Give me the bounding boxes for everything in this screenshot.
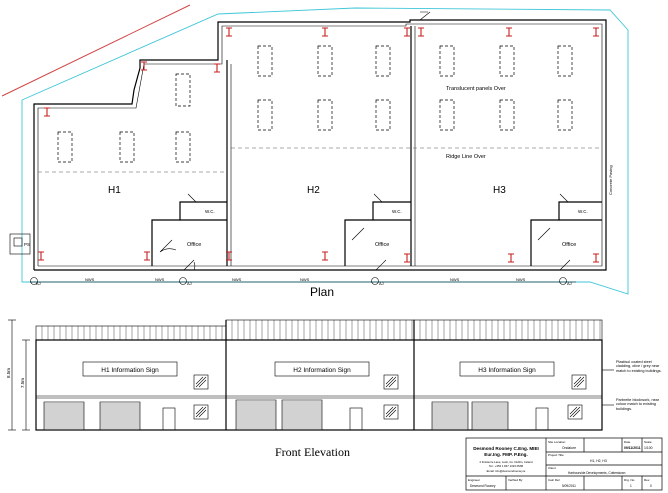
unit-label-h3: H3 — [493, 185, 506, 196]
information-sign-h1 — [82, 361, 178, 377]
pump-station-box — [9, 233, 31, 255]
windows — [193, 374, 587, 420]
plan-view: PS AJ AJ AJ AJ NWS NWS NWS NWS NWS NWS T… — [1, 4, 629, 299]
date-label: Date — [624, 440, 631, 444]
roof-panel — [317, 45, 333, 77]
sign-text-h2: H2 Information Sign — [293, 367, 351, 374]
roof-panel — [557, 99, 573, 131]
office-label: Office — [375, 242, 389, 248]
roller-shutter — [281, 399, 323, 431]
nws-label: NWS — [300, 277, 310, 282]
nws-label: NWS — [516, 277, 526, 282]
unit-label-h2: H2 — [307, 185, 320, 196]
wc-label: W.C. — [578, 209, 588, 214]
aj-label: AJ — [567, 281, 572, 286]
plan-title: Plan — [310, 285, 334, 299]
client-label: Client — [548, 466, 556, 470]
sign-text-h3: H3 Information Sign — [478, 367, 536, 374]
project-value: H1, H2, H3 — [590, 459, 607, 463]
firm-quals: Eur.Ing. FMP. P.Eng. — [484, 452, 527, 457]
site-boundary — [21, 7, 629, 295]
office-label: Office — [562, 242, 576, 248]
project-label: Project Title — [548, 453, 564, 457]
aj-label: AJ — [36, 281, 41, 286]
sign-text-h1: H1 Information Sign — [101, 367, 159, 374]
column-markers — [38, 27, 599, 263]
roof-panel — [557, 45, 573, 77]
dim-overall: 8.5m — [6, 368, 11, 378]
engineer-value: Desmond Rooney — [470, 484, 496, 488]
roof-panel — [257, 45, 273, 77]
translucent-note: Translucent panels Over — [446, 86, 506, 92]
wc-label: W.C. — [205, 209, 215, 214]
road-edge-line — [1, 4, 191, 97]
roller-shutter — [235, 399, 277, 431]
elevation-title: Front Elevation — [275, 445, 350, 459]
firm-email: Email: info@desmondrooney.ie — [487, 469, 526, 473]
ridge-note: Ridge Line Over — [446, 154, 486, 160]
nws-label: NWS — [232, 277, 242, 282]
unit-label-h1: H1 — [108, 185, 121, 196]
roof-panel — [439, 45, 455, 77]
note-cladding: Plastisol coated steel cladding, olive /… — [616, 360, 662, 373]
roller-shutter-doors — [43, 399, 509, 431]
firm-tel: Tel.: +353 1 847 1323 PMM — [489, 464, 524, 468]
client-value: Harbourside Developments, Cotterstown — [568, 471, 626, 475]
information-sign-h2 — [274, 361, 370, 377]
roof-panel — [175, 131, 191, 163]
wc-label: W.C. — [392, 209, 402, 214]
calc-label: Calc Ref. — [548, 478, 561, 482]
rev-label: Rev. — [644, 478, 650, 482]
roof-panel — [175, 73, 191, 107]
date-value: 09/11/2011 — [624, 446, 641, 450]
roof-panel — [257, 99, 273, 131]
scale-label: Scale — [644, 440, 652, 444]
paving-note: Concrete Paving — [608, 165, 613, 195]
roof-panel — [119, 131, 135, 163]
firm-address: 4 Finisterre Lane, Lusk, Co. Dublin, Ire… — [479, 460, 533, 464]
firm-name: Desmond Rooney C.Eng. MIEI — [473, 446, 539, 451]
roof-panel — [375, 45, 391, 77]
roof-panels — [57, 45, 573, 163]
office-rooms — [151, 193, 602, 266]
aj-label: AJ — [187, 281, 192, 286]
personnel-doors — [162, 407, 549, 431]
front-openings — [46, 11, 571, 271]
ps-label: PS — [24, 242, 30, 247]
rev-value: 0 — [650, 484, 652, 488]
front-elevation: H1 Information Sign H2 Information Sign … — [6, 319, 662, 459]
building-outline — [33, 19, 607, 271]
office-label: Office — [187, 242, 201, 248]
parapet-ribs — [41, 320, 601, 340]
roof-panel — [57, 131, 73, 163]
elevation-outline — [35, 339, 603, 431]
roof-panel — [499, 99, 515, 131]
dim-eaves: 7.5m — [20, 378, 25, 388]
roof-panel — [439, 99, 455, 131]
note-blockwork: Parbreite blockwork, near colour match t… — [616, 398, 660, 411]
aj-circles — [30, 277, 567, 285]
nws-label: NWS — [450, 277, 460, 282]
site-location-label: Site Location — [548, 440, 566, 444]
scale-value: 1/100 — [644, 446, 653, 450]
site-location-value: Ondalure — [562, 446, 576, 450]
nws-label: NWS — [155, 277, 165, 282]
drg-label: Drg. No. — [624, 478, 635, 482]
building-outline-inner — [37, 23, 603, 267]
verified-label: Verified By — [508, 478, 523, 482]
dimension-lines — [8, 319, 30, 431]
information-sign-h3 — [459, 361, 555, 377]
calc-value: 5/09/2011 — [562, 484, 576, 488]
engineer-label: Engineer — [468, 478, 480, 482]
aj-label: AJ — [379, 281, 384, 286]
roof-panel — [317, 99, 333, 131]
title-block: Desmond Rooney C.Eng. MIEI Eur.Ing. FMP.… — [465, 437, 663, 491]
roof-panel — [499, 45, 515, 77]
roof-panel — [375, 99, 391, 131]
drg-value: 1 — [630, 484, 632, 488]
nws-label: NWS — [85, 277, 95, 282]
